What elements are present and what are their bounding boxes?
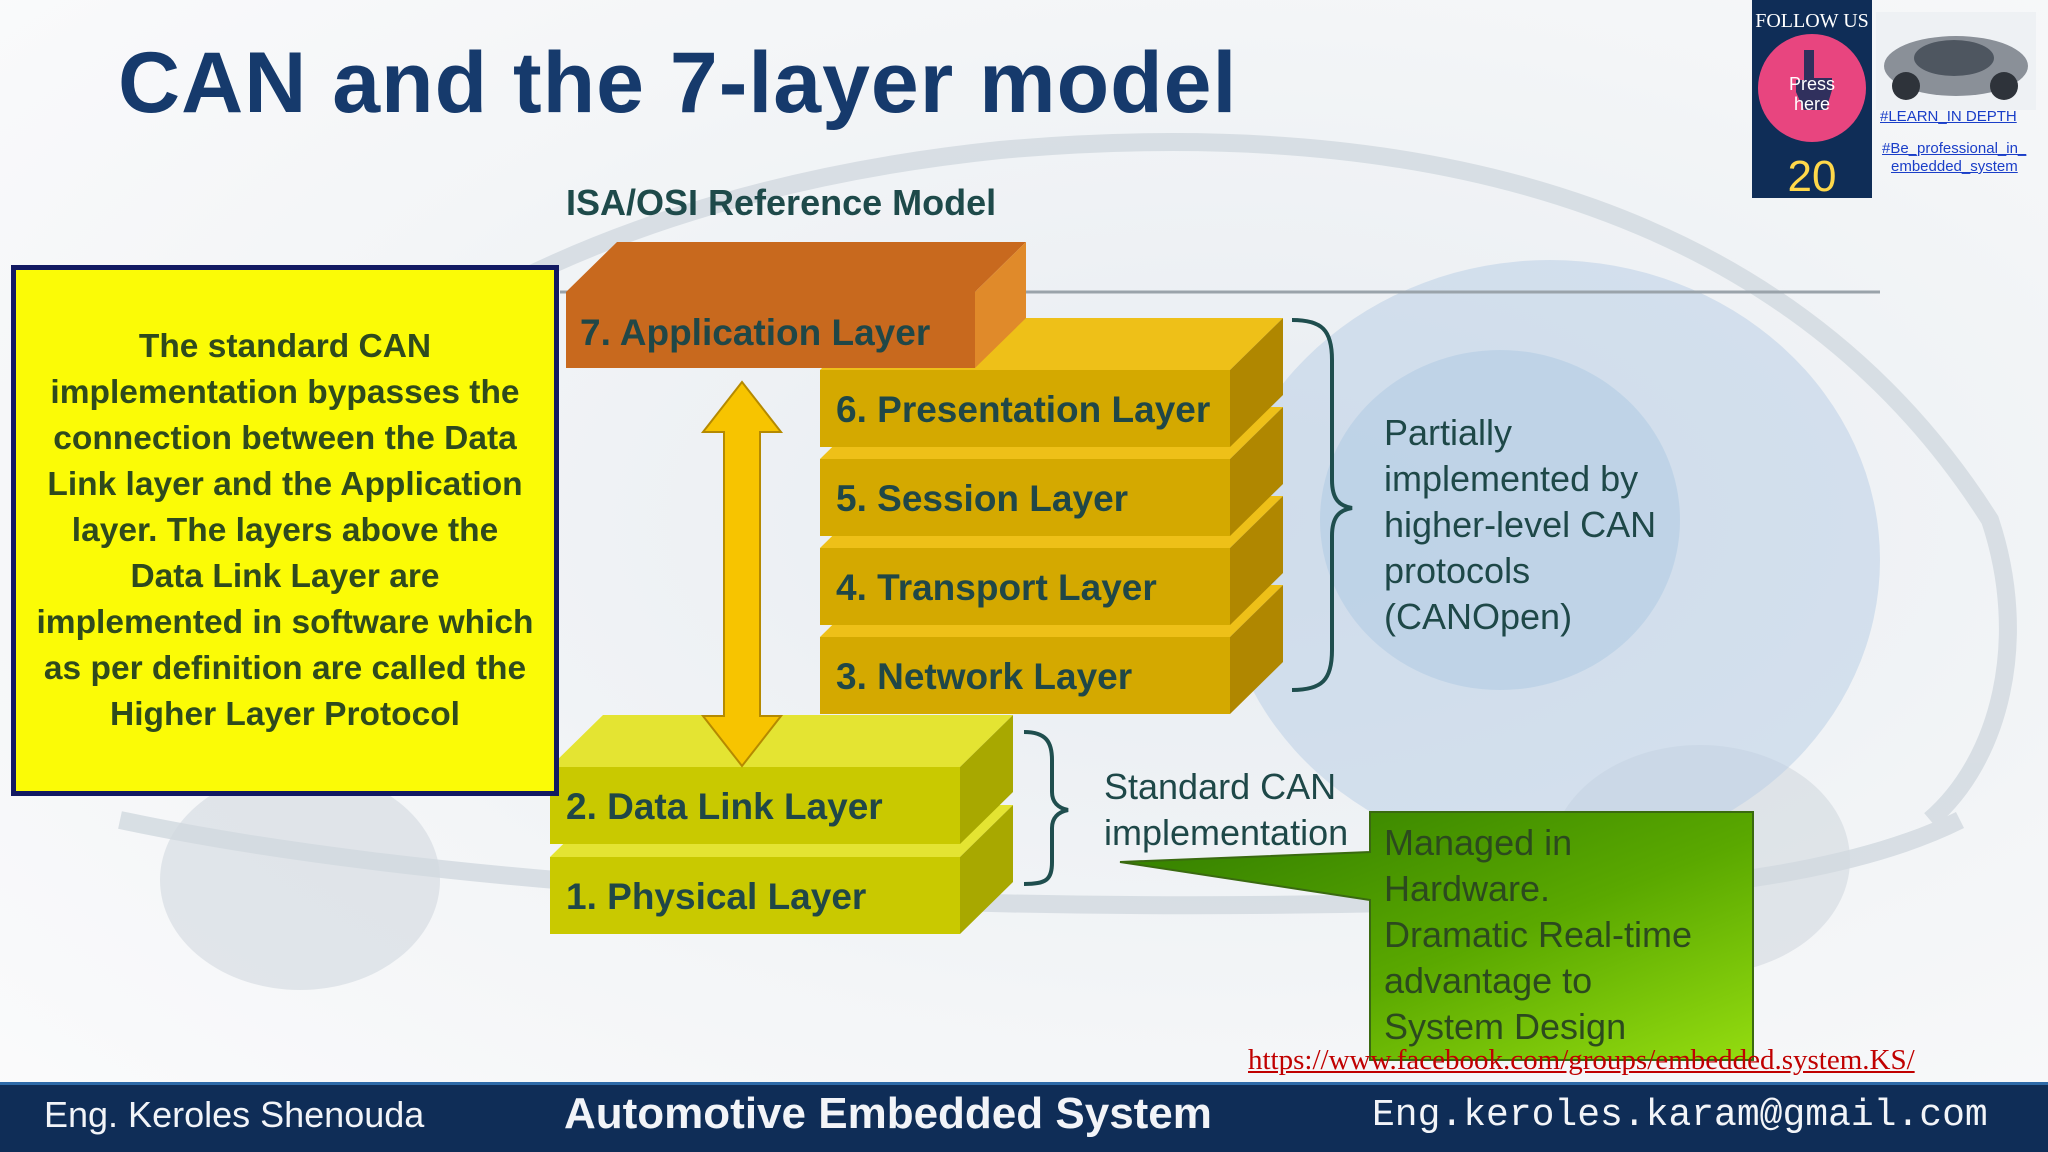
layer-label-7: 7. Application Layer [580,312,931,353]
follow-number: 20 [1787,152,1837,201]
layer-block-7 [566,242,1026,368]
callout-box [1119,811,1754,1061]
press-here-label[interactable]: Press here [1788,74,1835,114]
standard-can-note: Standard CAN implementation [1104,766,1349,853]
higher-layers-note: Partially implemented by higher-level CA… [1384,412,1657,637]
layer-label-4: 4. Transport Layer [836,567,1157,608]
explanation-text: The standard CAN implementation bypasses… [36,327,534,733]
hand-pointer-icon[interactable] [1752,30,1872,150]
tag-embedded-system[interactable]: embedded_system [1891,158,2018,175]
slide-title: CAN and the 7-layer model [118,35,1238,131]
layer-label-2: 2. Data Link Layer [566,786,883,827]
layer-label-3: 3. Network Layer [836,656,1133,697]
facebook-group-link[interactable]: https://www.facebook.com/groups/embedded… [1248,1044,1915,1076]
layer-block-2 [550,715,1013,844]
explanation-box: The standard CAN implementation bypasses… [11,265,559,796]
tag-be-professional[interactable]: #Be_professional_in_ [1882,140,2027,157]
car-engine-thumbnail-icon[interactable] [1876,12,2036,110]
tag-learn-in-depth[interactable]: #LEARN_IN DEPTH [1880,108,2017,125]
footer-author: Eng. Keroles Shenouda [44,1094,425,1135]
layer-label-6: 6. Presentation Layer [836,389,1211,430]
double-arrow-icon [700,380,784,768]
brace-lower [1023,730,1069,886]
diagram-subtitle: ISA/OSI Reference Model [566,182,997,223]
callout-text: Managed in Hardware. Dramatic Real-time … [1384,822,1693,1047]
brace-upper [1291,318,1353,692]
follow-us-label: FOLLOW US [1755,10,1869,32]
footer-bar: Eng. Keroles Shenouda Automotive Embedde… [0,1082,2048,1152]
footer-course-title: Automotive Embedded System [564,1089,1212,1138]
footer-email: Eng.keroles.karam@gmail.com [1372,1094,1988,1137]
layer-label-5: 5. Session Layer [836,478,1129,519]
layer-label-1: 1. Physical Layer [566,876,867,917]
